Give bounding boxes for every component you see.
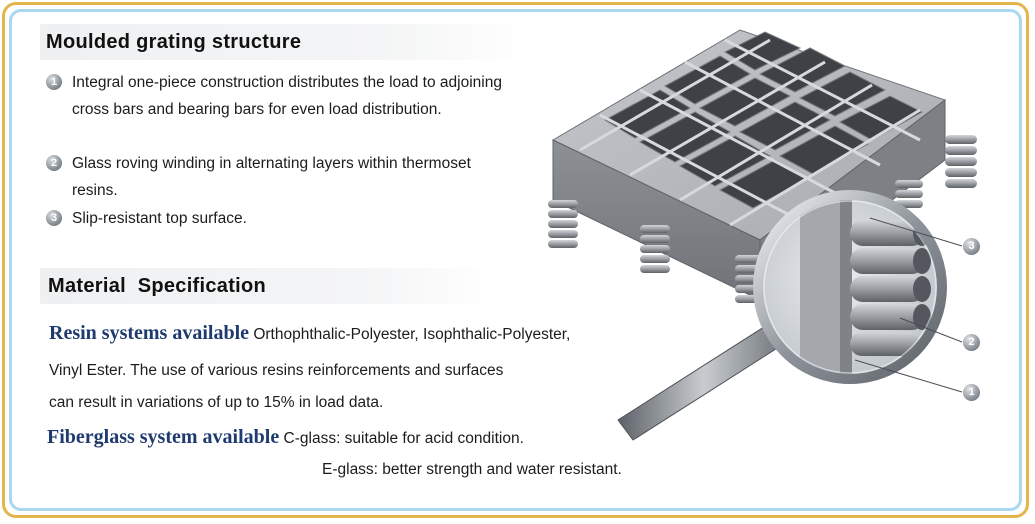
material-heading-band: [40, 268, 500, 304]
resin-line-2: Vinyl Ester. The use of various resins r…: [49, 362, 504, 379]
fiber-text-1: C-glass: suitable for acid condition.: [283, 430, 524, 447]
callout-2-icon: 2: [963, 334, 980, 351]
magnifier-lens: [753, 190, 947, 384]
grating-body: [551, 29, 947, 302]
callout-leaders: [854, 217, 963, 393]
structure-heading: Moulded grating structure: [46, 31, 302, 53]
bullet-1-icon: 1: [46, 74, 62, 90]
callout-1-icon: 1: [963, 384, 980, 401]
rod-bundle-middle: [640, 225, 670, 273]
list-item-text: Slip-resistant top surface.: [72, 210, 247, 227]
magnifier-handle: [617, 319, 791, 441]
callout-3-icon: 3: [963, 238, 980, 255]
material-heading: Material Specification: [48, 275, 267, 297]
rod-bundle-left: [548, 200, 578, 248]
outer-frame: [2, 2, 1029, 518]
fiber-line-2: E-glass: better strength and water resis…: [322, 461, 622, 478]
fiber-line-1: Fiberglass system available C-glass: sui…: [47, 426, 524, 449]
resin-line-1: Resin systems available Orthophthalic-Po…: [49, 322, 570, 345]
resin-line-3: can result in variations of up to 15% in…: [49, 394, 384, 411]
resin-text-1: Orthophthalic-Polyester, Isophthalic-Pol…: [253, 326, 571, 343]
rod-bundle-right: [895, 135, 977, 208]
resin-lead: Resin systems available: [49, 322, 249, 344]
fiber-lead: Fiberglass system available: [47, 426, 280, 448]
list-item-text: Glass roving winding in alternating laye…: [72, 155, 471, 199]
bullet-3-icon: 3: [46, 210, 62, 226]
bullet-2-icon: 2: [46, 155, 62, 171]
structure-heading-band: [40, 24, 530, 60]
list-item-text: Integral one-piece construction distribu…: [72, 74, 502, 118]
